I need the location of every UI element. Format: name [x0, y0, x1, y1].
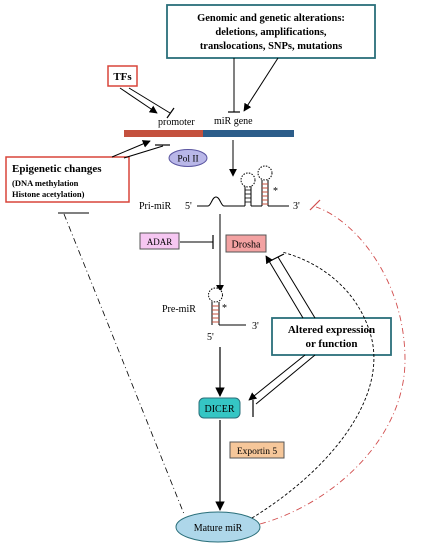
- pri-mir-label: Pri-miR: [139, 201, 172, 212]
- tfs-box: TFs: [107, 65, 138, 87]
- promoter-label: promoter: [158, 117, 195, 128]
- mir-gene-bar: [203, 130, 294, 137]
- altered-line2: or function: [305, 338, 357, 350]
- adar-box: [139, 232, 180, 250]
- altered-line1: Altered expression: [288, 324, 375, 336]
- mature-feedback-pri-line: [259, 206, 406, 525]
- exportin-label: Exportin 5: [237, 447, 278, 457]
- mature-feedback-pri-bar: [309, 199, 321, 211]
- pri-mir-hairpin-2: [257, 165, 273, 206]
- pri-mir-5prime: 5': [185, 201, 192, 212]
- altered-dicer-inhibit-line: [255, 354, 316, 405]
- tfs-inhibit-line: [128, 87, 171, 114]
- mature-feedback-drosha-line: [251, 251, 375, 519]
- pri-mir-hairpin-1: [240, 172, 256, 206]
- mature-mir-label: Mature miR: [194, 523, 243, 534]
- genomic-activate-arrow: [243, 57, 279, 112]
- genomic-line2: deletions, amplifications,: [215, 27, 327, 38]
- epigenetic-box: Epigenetic changes (DNA methylation Hist…: [5, 156, 130, 203]
- drosha-label: Drosha: [232, 240, 261, 251]
- drosha-box: [225, 234, 267, 253]
- epigenetic-dash-line: [63, 213, 185, 515]
- pre-mir-label: Pre-miR: [162, 304, 196, 315]
- pol-ii-badge: Pol II: [168, 149, 208, 167]
- altered-drosha-inhibit-bar: [271, 253, 285, 261]
- genomic-line1: Genomic and genetic alterations:: [197, 13, 345, 24]
- epigenetic-line2: (DNA methylation: [12, 178, 79, 188]
- epigenetic-inhibit-line: [123, 145, 164, 159]
- altered-to-dicer-arrow: [248, 354, 306, 401]
- exportin-box: [229, 441, 285, 459]
- pre-mir-hairpin: [208, 287, 246, 326]
- pri-mir-star: *: [273, 186, 278, 197]
- dicer-box: [198, 397, 241, 419]
- pri-mir-strand: [197, 196, 289, 207]
- adar-label: ADAR: [147, 237, 173, 247]
- tfs-activate-arrow: [119, 87, 158, 114]
- altered-to-drosha-arrow: [265, 255, 304, 319]
- pol-ii-label: Pol II: [177, 155, 198, 165]
- altered-drosha-inhibit-line: [277, 256, 316, 319]
- tfs-inhibit-bar: [166, 107, 175, 119]
- dicer-label: DICER: [205, 404, 235, 415]
- epigenetic-line3: Histone acetylation): [12, 189, 85, 199]
- genomic-line3: translocations, SNPs, mutations: [200, 41, 342, 52]
- mature-mir-ellipse: Mature miR: [175, 511, 261, 543]
- epigenetic-title: Epigenetic changes: [12, 163, 102, 175]
- mir-gene-label: miR gene: [214, 116, 253, 127]
- epigenetic-activate-arrow: [111, 140, 151, 158]
- promoter-bar: [124, 130, 203, 137]
- pre-mir-star: *: [222, 303, 227, 314]
- pri-mir-3prime: 3': [293, 201, 300, 212]
- genomic-alterations-box: Genomic and genetic alterations: deletio…: [166, 4, 376, 59]
- pre-mir-5prime: 5': [207, 332, 214, 343]
- tfs-label: TFs: [113, 71, 132, 83]
- pre-mir-3prime: 3': [252, 321, 259, 332]
